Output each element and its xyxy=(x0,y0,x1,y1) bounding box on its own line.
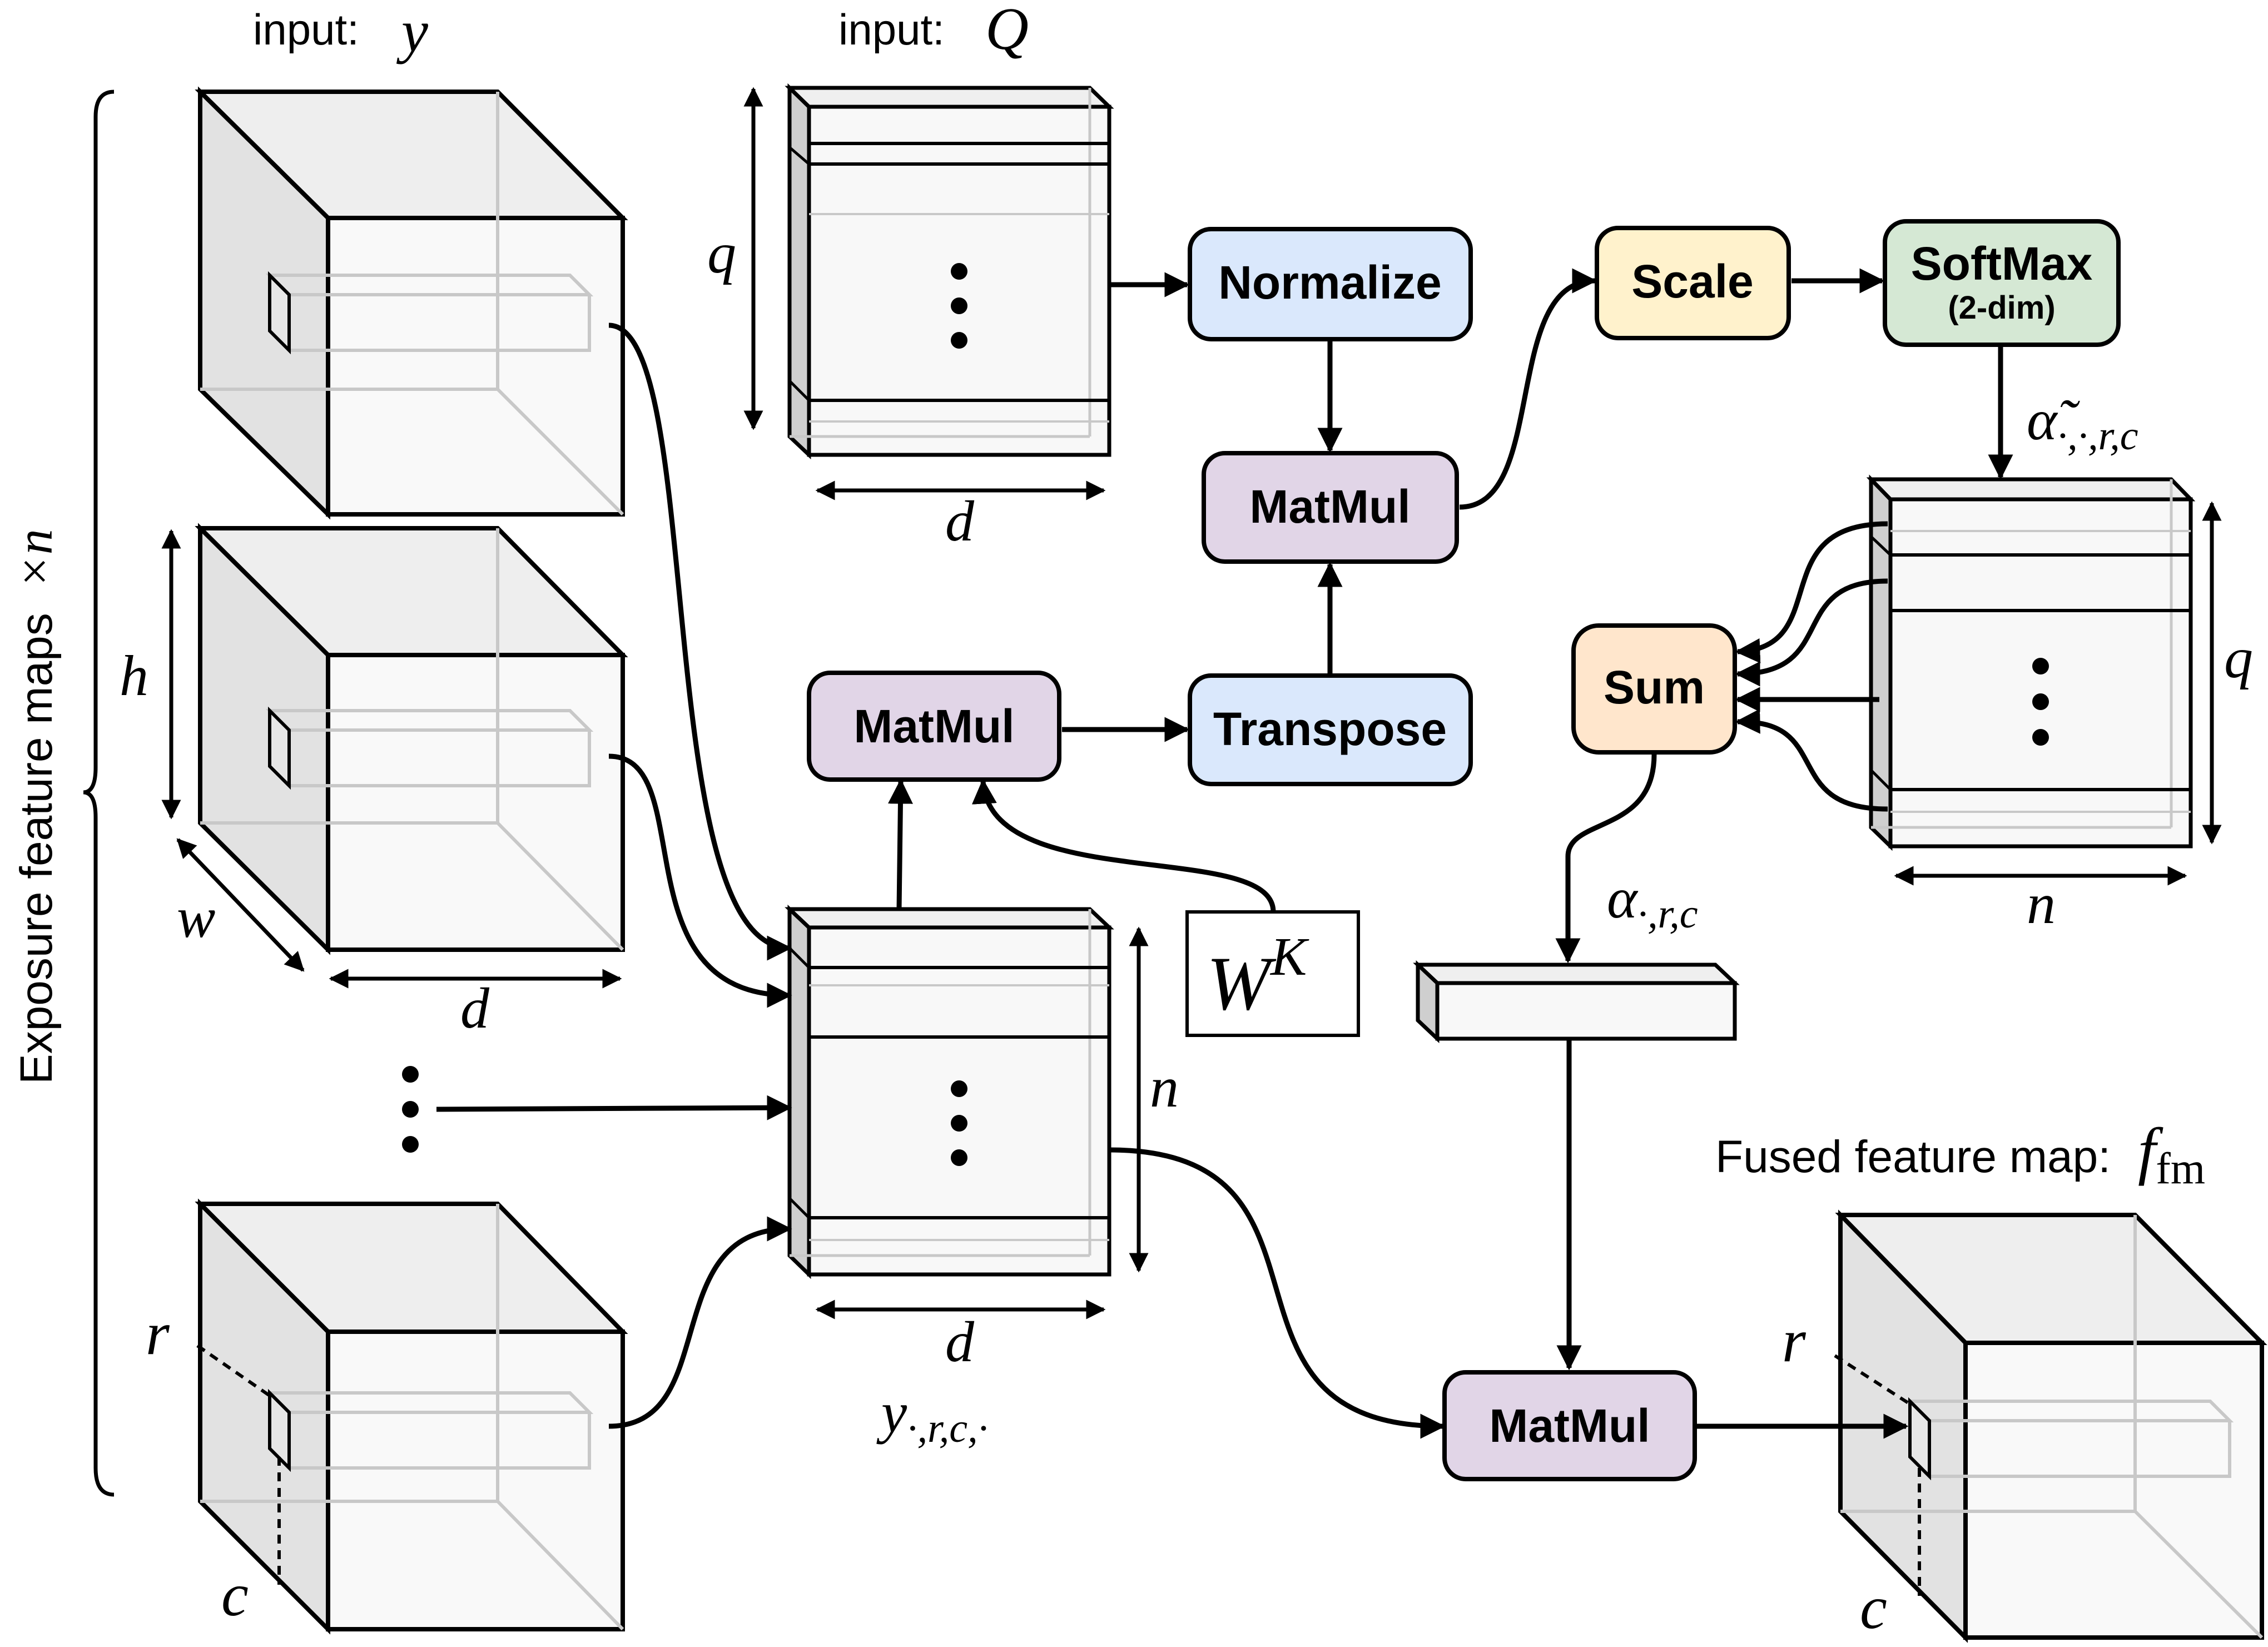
dim-c-label-right: c xyxy=(1860,1574,1887,1641)
alpha-label: α·,r,c xyxy=(1607,866,1698,937)
edge-yslice-to-matmul-left xyxy=(887,778,913,910)
query-tensor xyxy=(785,83,1114,460)
edge-yslice-to-matmul-bottom xyxy=(1109,1147,1446,1439)
dim-n-label-yslice: n xyxy=(1150,1055,1179,1119)
input-q-label: input: Q xyxy=(838,0,1029,62)
ellipsis-dots-cubes xyxy=(402,1066,419,1153)
matmul-bottom-node: MatMul xyxy=(1442,1370,1697,1481)
svg-text:Normalize: Normalize xyxy=(1218,256,1441,309)
svg-text:MatMul: MatMul xyxy=(1489,1400,1650,1452)
svg-text:(2-dim): (2-dim) xyxy=(1948,290,2055,326)
side-label: Exposure feature maps ×n xyxy=(6,529,63,1084)
svg-text:Scale: Scale xyxy=(1631,255,1754,307)
svg-text:SoftMax: SoftMax xyxy=(1911,237,2093,290)
edge-alpha-row1-to-sum xyxy=(1735,521,1888,663)
matmul-left-node: MatMul xyxy=(807,671,1061,782)
y-slice-label: y·,r,c,· xyxy=(876,1381,988,1451)
edge-wk-to-matmul-left xyxy=(972,778,1276,912)
svg-text:MatMul: MatMul xyxy=(853,700,1014,752)
alpha-vector xyxy=(1413,960,1740,1044)
softmax-node: SoftMax (2-dim) xyxy=(1883,219,2121,347)
edge-dots-to-yslice xyxy=(436,1095,792,1120)
edge-matmul-top-to-scale xyxy=(1459,268,1597,510)
y-slice-tensor xyxy=(785,904,1114,1279)
edge-cube2-to-yslice xyxy=(608,753,792,1008)
dim-q-label-query: q xyxy=(707,221,736,285)
dim-n-label-alpha: n xyxy=(2027,872,2056,936)
svg-text:input:: input: xyxy=(253,5,359,54)
svg-text:WK: WK xyxy=(1207,927,1309,1026)
connections xyxy=(436,268,2013,1439)
dim-w-label: w xyxy=(177,886,215,950)
dim-c-label-left: c xyxy=(221,1561,249,1629)
feature-map-cube-3 xyxy=(195,1198,628,1635)
edge-alpha-row2-to-sum xyxy=(1735,578,1888,687)
svg-text:Transpose: Transpose xyxy=(1213,703,1447,755)
dim-r-label-right: r xyxy=(1782,1307,1807,1375)
dim-d-label-query: d xyxy=(945,489,975,553)
matmul-top-node: MatMul xyxy=(1202,451,1459,564)
dim-d-label-cube2: d xyxy=(460,976,490,1040)
svg-text:input:: input: xyxy=(838,5,945,54)
alpha-tilde-label: α̃·,·,r,c xyxy=(2027,388,2138,459)
scale-node: Scale xyxy=(1595,226,1791,340)
alpha-tilde-tensor xyxy=(1866,474,2196,851)
edge-cube3-to-yslice xyxy=(608,1216,792,1429)
edge-cube1-to-yslice xyxy=(608,323,792,961)
edge-sum-to-alpha-vector xyxy=(1555,754,1657,964)
output-label: Fused feature map: xyxy=(1715,1132,2111,1182)
edge-alpha-row4-to-sum xyxy=(1735,708,1888,812)
dim-r-label-left: r xyxy=(146,1299,170,1367)
dim-q-label-alpha: q xyxy=(2224,626,2253,690)
left-brace xyxy=(83,90,115,1497)
dim-w-arrow xyxy=(176,838,305,972)
dim-h-label: h xyxy=(120,644,148,708)
svg-text:MatMul: MatMul xyxy=(1249,480,1410,533)
feature-map-cube-2 xyxy=(195,523,628,955)
weight-wk-box: WK xyxy=(1185,910,1360,1037)
input-y-label: input: y xyxy=(253,0,428,65)
normalize-node: Normalize xyxy=(1188,227,1473,341)
dim-d-label-yslice: d xyxy=(945,1310,975,1374)
sum-node: Sum xyxy=(1571,623,1737,755)
feature-map-cube-1 xyxy=(195,86,628,520)
svg-text:y: y xyxy=(396,0,428,65)
svg-text:Sum: Sum xyxy=(1604,661,1705,713)
transpose-node: Transpose xyxy=(1188,673,1473,786)
svg-text:Q: Q xyxy=(985,0,1029,62)
output-symbol: ffm xyxy=(2138,1115,2205,1193)
